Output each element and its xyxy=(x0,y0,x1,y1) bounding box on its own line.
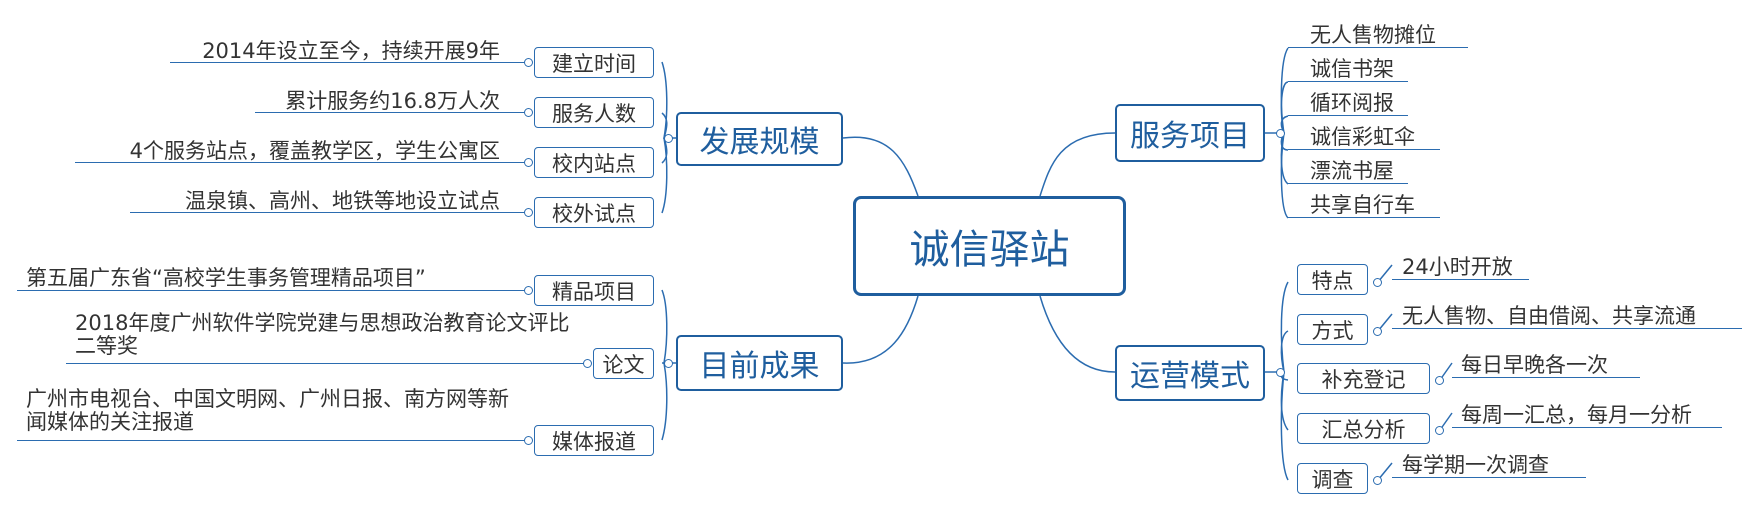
achievements-connector-1 xyxy=(524,286,533,295)
achievements-item-1[interactable]: 精品项目 xyxy=(534,275,654,306)
operations-underline-5 xyxy=(1392,477,1586,478)
development-item-2[interactable]: 服务人数 xyxy=(534,97,654,128)
operations-item-2[interactable]: 方式 xyxy=(1297,314,1368,345)
achievements-connector-2 xyxy=(583,359,592,368)
operations-underline-3 xyxy=(1452,377,1640,378)
development-item-3[interactable]: 校内站点 xyxy=(534,147,654,178)
development-detail-2: 累计服务约16.8万人次 xyxy=(285,89,500,113)
service-item-1[interactable]: 无人售物摊位 xyxy=(1310,23,1436,47)
operations-detail-3: 每日早晚各一次 xyxy=(1461,353,1608,377)
achievements-detail-1: 第五届广东省“高校学生事务管理精品项目” xyxy=(26,266,426,290)
branch-achievements-collapse[interactable] xyxy=(664,359,673,368)
service-item-2[interactable]: 诚信书架 xyxy=(1310,57,1394,81)
operations-detail-4: 每周一汇总，每月一分析 xyxy=(1461,403,1692,427)
branch-operations[interactable]: 运营模式 xyxy=(1115,345,1265,401)
achievements-underline-1 xyxy=(17,290,528,291)
service-item-6[interactable]: 共享自行车 xyxy=(1310,193,1415,217)
branch-development-collapse[interactable] xyxy=(664,134,673,143)
service-item-5[interactable]: 漂流书屋 xyxy=(1310,159,1394,183)
development-detail-4: 温泉镇、高州、地铁等地设立试点 xyxy=(185,189,500,213)
development-connector-3 xyxy=(524,158,533,167)
development-connector-1 xyxy=(524,58,533,67)
development-underline-2 xyxy=(255,112,528,113)
operations-item-4[interactable]: 汇总分析 xyxy=(1297,413,1430,444)
service-underline-2 xyxy=(1288,81,1408,82)
operations-item-1[interactable]: 特点 xyxy=(1297,264,1368,295)
development-detail-3: 4个服务站点，覆盖教学区，学生公寓区 xyxy=(129,139,500,163)
operations-connector-1 xyxy=(1373,278,1382,287)
operations-item-3[interactable]: 补充登记 xyxy=(1297,363,1430,394)
achievements-detail-3: 广州市电视台、中国文明网、广州日报、南方网等新闻媒体的关注报道 xyxy=(26,387,509,434)
branch-achievements[interactable]: 目前成果 xyxy=(676,335,843,391)
service-item-4[interactable]: 诚信彩虹伞 xyxy=(1310,125,1415,149)
operations-detail-1: 24小时开放 xyxy=(1402,255,1513,279)
root-node[interactable]: 诚信驿站 xyxy=(853,196,1126,296)
operations-connector-5 xyxy=(1373,476,1382,485)
achievements-connector-3 xyxy=(524,436,533,445)
achievements-detail-2: 2018年度广州软件学院党建与思想政治教育论文评比二等奖 xyxy=(75,311,570,358)
operations-connector-3 xyxy=(1435,376,1444,385)
operations-underline-1 xyxy=(1392,279,1529,280)
operations-detail-5: 每学期一次调查 xyxy=(1402,453,1549,477)
branch-services-collapse[interactable] xyxy=(1276,129,1285,138)
branch-operations-collapse[interactable] xyxy=(1276,368,1285,377)
service-underline-5 xyxy=(1288,183,1408,184)
development-underline-3 xyxy=(75,162,528,163)
development-item-1[interactable]: 建立时间 xyxy=(534,47,654,78)
branch-services[interactable]: 服务项目 xyxy=(1115,104,1265,162)
development-underline-4 xyxy=(130,212,528,213)
operations-item-5[interactable]: 调查 xyxy=(1297,463,1368,494)
development-connector-4 xyxy=(524,208,533,217)
service-item-3[interactable]: 循环阅报 xyxy=(1310,91,1394,115)
operations-detail-2: 无人售物、自由借阅、共享流通 xyxy=(1402,304,1696,328)
service-underline-3 xyxy=(1288,115,1408,116)
service-underline-1 xyxy=(1288,47,1468,48)
achievements-item-2[interactable]: 论文 xyxy=(593,348,654,379)
operations-connector-2 xyxy=(1373,327,1382,336)
achievements-item-3[interactable]: 媒体报道 xyxy=(534,425,654,456)
service-underline-4 xyxy=(1288,149,1440,150)
operations-underline-2 xyxy=(1392,328,1742,329)
development-item-4[interactable]: 校外试点 xyxy=(534,197,654,228)
development-underline-1 xyxy=(170,62,528,63)
branch-development[interactable]: 发展规模 xyxy=(676,112,843,166)
operations-underline-4 xyxy=(1452,427,1722,428)
achievements-underline-3 xyxy=(17,440,528,441)
achievements-underline-2 xyxy=(66,363,587,364)
development-connector-2 xyxy=(524,108,533,117)
service-underline-6 xyxy=(1288,217,1440,218)
development-detail-1: 2014年设立至今，持续开展9年 xyxy=(202,39,500,63)
operations-connector-4 xyxy=(1435,426,1444,435)
